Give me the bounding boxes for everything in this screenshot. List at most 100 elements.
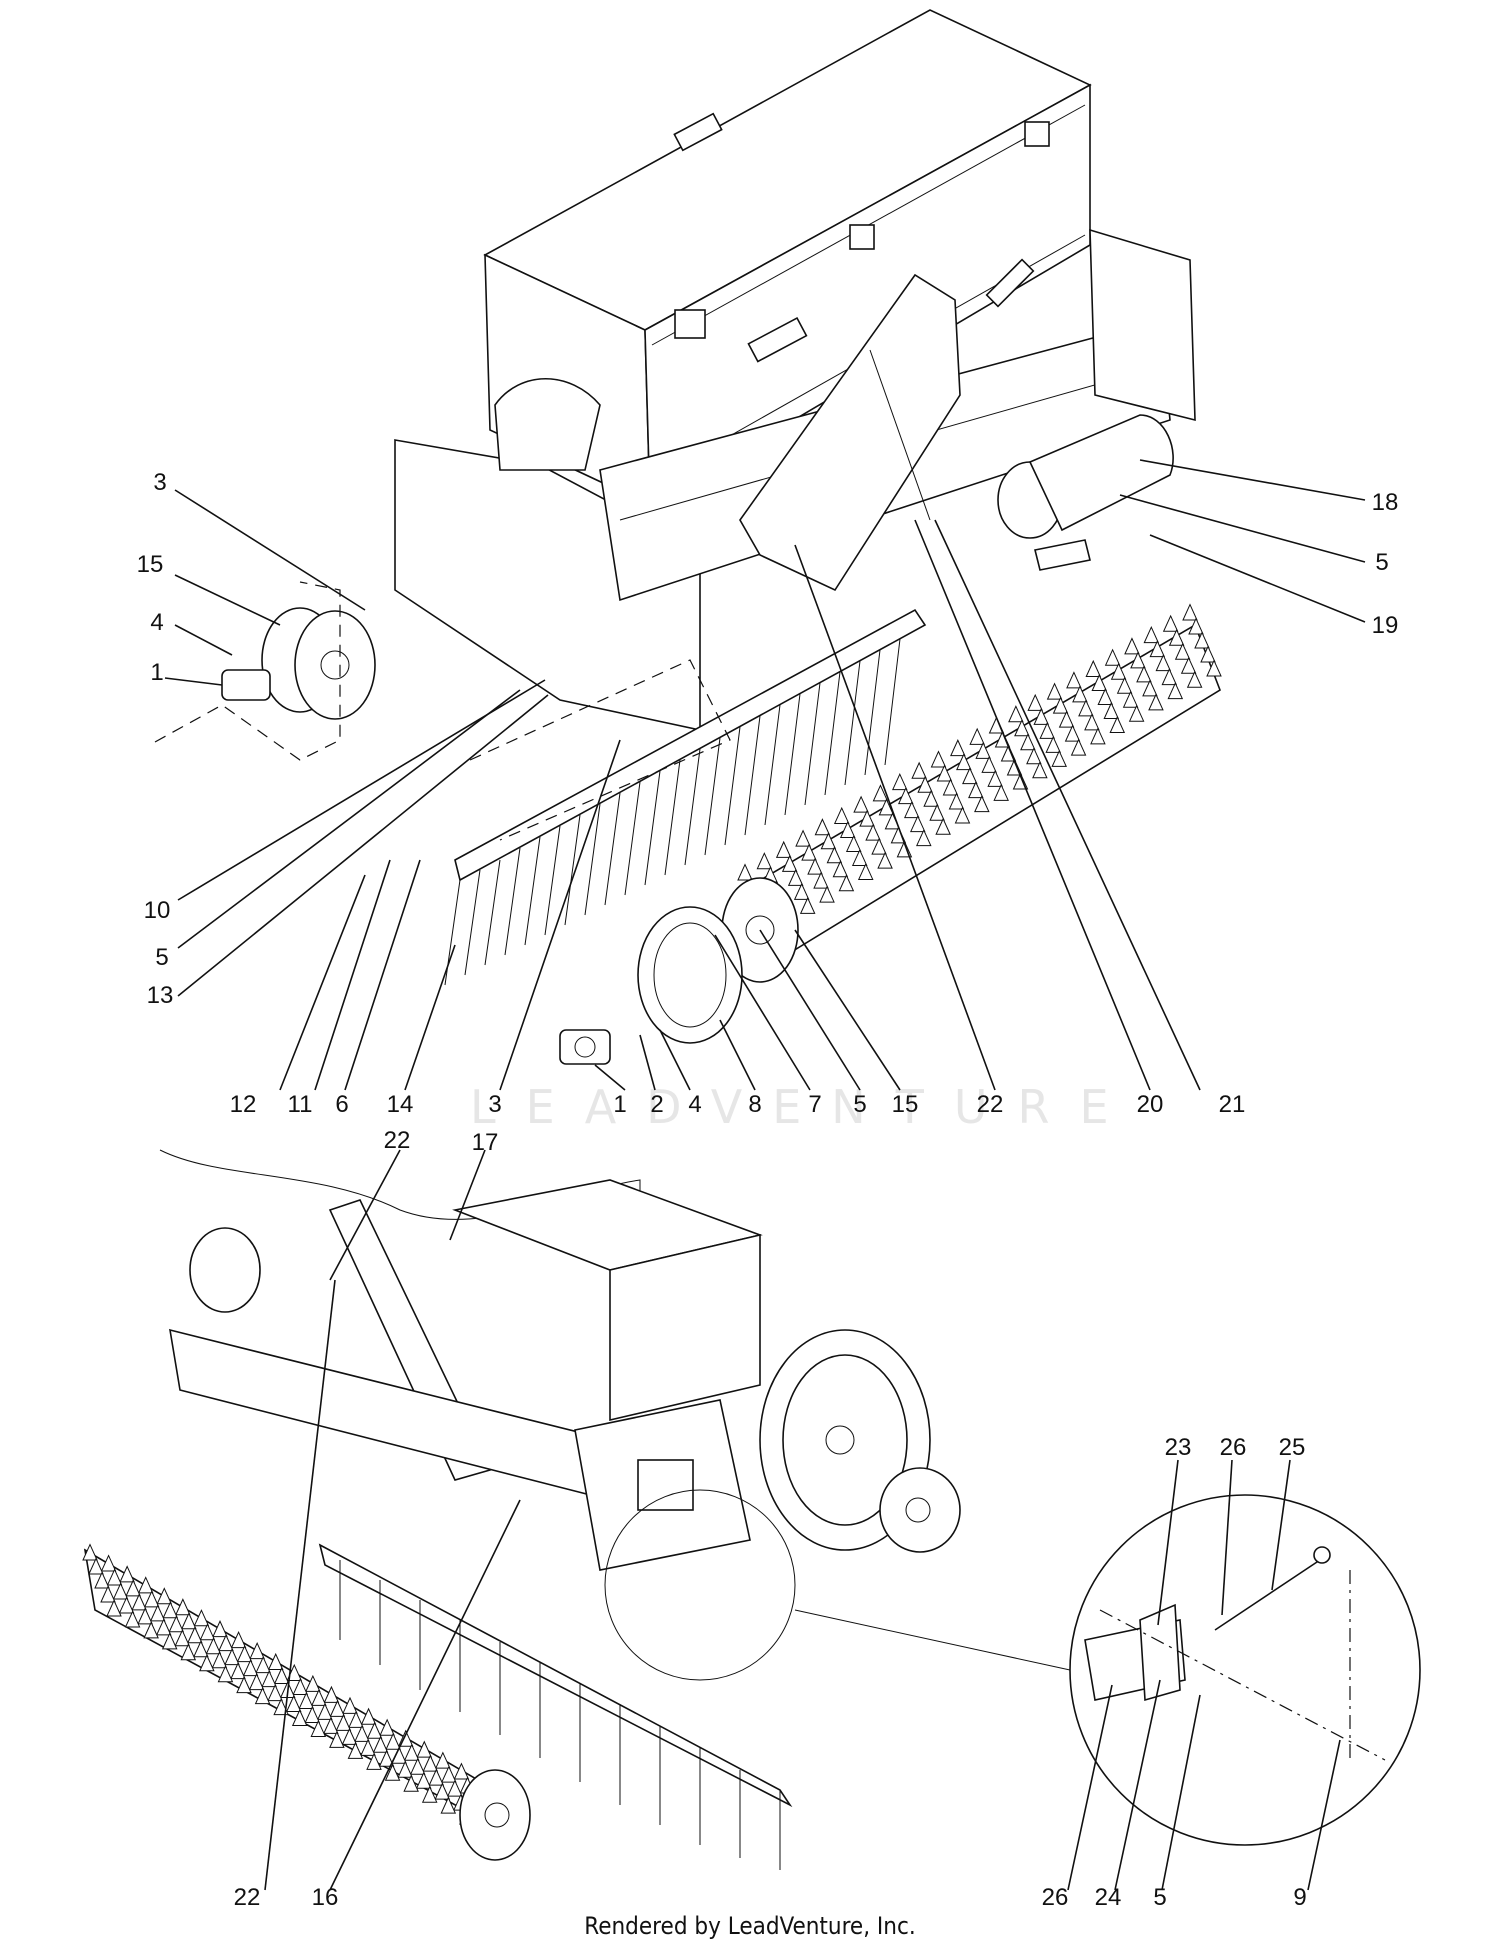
roller-spike bbox=[859, 809, 875, 827]
roller-spike bbox=[942, 778, 959, 796]
roller-spike bbox=[787, 868, 804, 886]
callout-6: 6 bbox=[335, 1091, 348, 1118]
roller-spike bbox=[975, 741, 991, 759]
roller-spike bbox=[917, 775, 933, 793]
roller-spike bbox=[832, 860, 849, 878]
roller-spike bbox=[1149, 640, 1166, 658]
roller-spike bbox=[892, 772, 908, 791]
roller-spike bbox=[962, 767, 978, 785]
roller-spike bbox=[174, 1629, 191, 1647]
roller-spike bbox=[1130, 651, 1146, 669]
roller-spike bbox=[851, 848, 868, 866]
frame-assembly bbox=[154, 228, 1196, 986]
callout-14: 14 bbox=[387, 1091, 414, 1118]
callout-1-a: 1 bbox=[150, 659, 163, 686]
callout-7: 7 bbox=[808, 1091, 821, 1118]
roller-spike bbox=[212, 1620, 228, 1638]
roller-spike bbox=[143, 1621, 159, 1639]
roller-spike bbox=[929, 803, 945, 821]
roller-spike bbox=[310, 1719, 327, 1737]
callout-22-a: 22 bbox=[977, 1091, 1004, 1118]
roller-spike bbox=[360, 1707, 377, 1725]
roller-spike bbox=[416, 1740, 433, 1758]
footer-credit: Rendered by LeadVenture, Inc. bbox=[584, 1912, 916, 1940]
roller-spike bbox=[453, 1762, 470, 1780]
roller-spike bbox=[137, 1607, 153, 1625]
roller-spike bbox=[956, 753, 972, 771]
roller-spike bbox=[968, 781, 984, 799]
roller-spike bbox=[378, 1749, 395, 1767]
callout-11: 11 bbox=[288, 1091, 313, 1118]
roller-spike bbox=[1200, 645, 1216, 663]
roller-spike bbox=[168, 1615, 185, 1633]
roller-spike bbox=[801, 843, 817, 861]
roller-spike bbox=[1052, 696, 1069, 714]
roller-spike bbox=[845, 834, 862, 852]
roller-spike bbox=[1109, 715, 1126, 734]
roller-spike bbox=[1103, 701, 1120, 720]
roller-spike bbox=[1085, 659, 1102, 678]
roller-spike bbox=[1128, 704, 1145, 722]
roller-spike bbox=[298, 1691, 315, 1709]
spiked-roller-upper bbox=[559, 603, 1222, 1065]
roller-spike bbox=[1008, 705, 1024, 723]
roller-spike bbox=[1027, 693, 1043, 711]
roller-spike bbox=[131, 1593, 147, 1611]
callout-22-b: 22 bbox=[384, 1127, 411, 1154]
roller-spike bbox=[415, 1771, 432, 1789]
roller-spike bbox=[1026, 747, 1042, 765]
callout-1-b: 1 bbox=[613, 1091, 626, 1118]
roller-spike bbox=[1162, 614, 1179, 632]
callout-15-a: 15 bbox=[137, 551, 164, 578]
callout-numbers: 3 15 4 1 10 5 13 12 11 6 14 3 1 2 4 8 7 … bbox=[137, 469, 1399, 1911]
callout-26-b: 26 bbox=[1042, 1884, 1069, 1911]
roller-spike bbox=[248, 1673, 265, 1691]
roller-spike bbox=[1174, 642, 1191, 660]
roller-spike bbox=[1091, 673, 1108, 692]
roller-spike bbox=[125, 1579, 141, 1597]
roller-spike bbox=[435, 1751, 451, 1769]
roller-spike bbox=[1014, 719, 1030, 737]
roller-spike bbox=[379, 1718, 395, 1736]
roller-spike bbox=[1046, 682, 1063, 700]
roller-spike bbox=[403, 1774, 419, 1792]
roller-spike bbox=[839, 820, 856, 838]
roller-spike bbox=[305, 1674, 321, 1692]
roller-spike bbox=[199, 1623, 216, 1641]
roller-spike bbox=[329, 1699, 346, 1717]
roller-spike bbox=[871, 837, 887, 855]
roller-spike bbox=[974, 795, 990, 813]
roller-spike bbox=[342, 1696, 358, 1714]
roller-spike bbox=[286, 1663, 303, 1681]
roller-spike bbox=[1066, 671, 1082, 689]
roller-spike bbox=[795, 829, 811, 847]
roller-spike bbox=[428, 1768, 445, 1786]
roller-spike bbox=[954, 806, 971, 824]
callout-8: 8 bbox=[748, 1091, 761, 1118]
roller-spike bbox=[872, 784, 889, 802]
callout-4-a: 4 bbox=[150, 609, 163, 636]
roller-spike bbox=[819, 885, 835, 903]
roller-spike bbox=[1090, 727, 1106, 745]
roller-spike bbox=[187, 1626, 203, 1644]
roller-spike bbox=[820, 832, 837, 850]
roller-spike bbox=[904, 800, 920, 819]
roller-spike bbox=[826, 846, 843, 864]
roller-spike bbox=[385, 1732, 401, 1750]
roller-spike bbox=[366, 1721, 383, 1739]
roller-spike bbox=[737, 863, 753, 881]
callout-18: 18 bbox=[1372, 489, 1399, 516]
roller-spike bbox=[304, 1705, 321, 1723]
roller-spike bbox=[285, 1694, 302, 1713]
roller-spike bbox=[273, 1697, 289, 1716]
roller-spike bbox=[119, 1565, 135, 1583]
roller-spike bbox=[224, 1648, 240, 1666]
roller-spike bbox=[930, 750, 947, 768]
roller-spike bbox=[1072, 685, 1088, 703]
roller-spike bbox=[1182, 603, 1198, 621]
roller-spike bbox=[1186, 670, 1203, 688]
roller-spike bbox=[935, 817, 951, 835]
roller-spike bbox=[180, 1643, 197, 1661]
roller-spike bbox=[910, 814, 926, 833]
roller-spike bbox=[936, 764, 953, 782]
